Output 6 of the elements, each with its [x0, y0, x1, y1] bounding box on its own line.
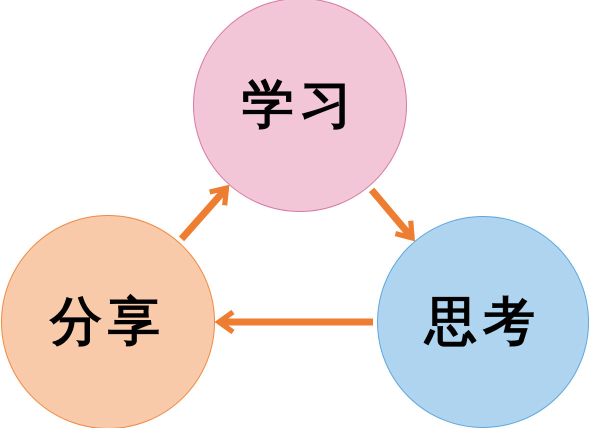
arrow [216, 309, 373, 335]
arrow [178, 186, 230, 242]
arrow [368, 188, 415, 240]
node-label: 思考 [425, 291, 541, 354]
node-label: 分享 [50, 291, 166, 354]
node-label: 学习 [242, 74, 358, 137]
